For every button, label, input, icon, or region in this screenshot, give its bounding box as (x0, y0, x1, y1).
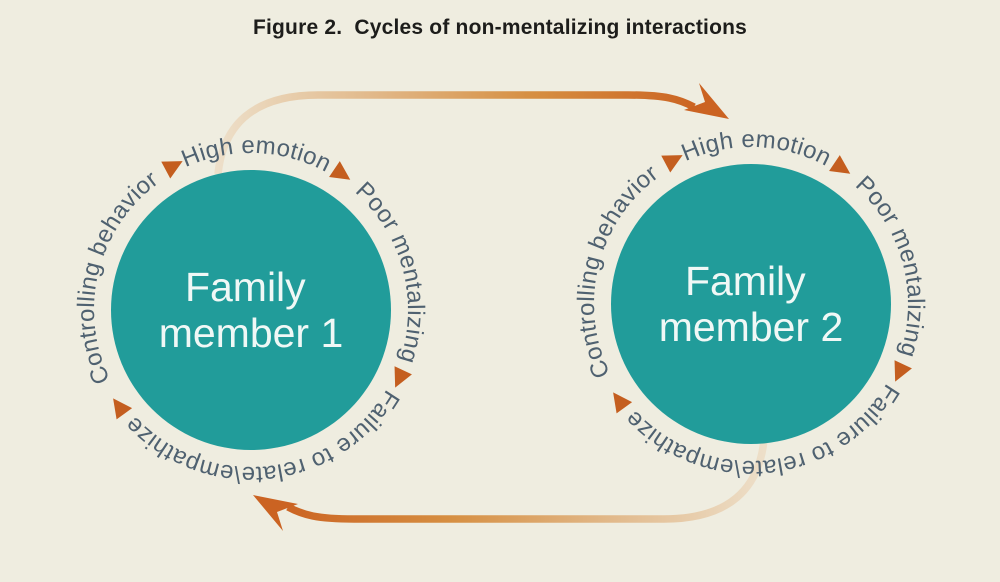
flow-arrowhead-icon (684, 83, 729, 119)
figure-title: Figure 2. Cycles of non-mentalizing inte… (252, 16, 748, 39)
member-label-line1: Family (685, 258, 806, 304)
svg-text:▶: ▶ (827, 149, 860, 184)
step-arrow-icon: ▶ (99, 390, 134, 423)
flow-arrow-top-shaft (214, 91, 696, 175)
member-label-line2: member 1 (159, 310, 344, 356)
family-member-1-circle (111, 170, 391, 450)
family-member-2-circle (611, 164, 891, 444)
svg-text:▶: ▶ (599, 384, 634, 417)
flow-arrow-top (214, 83, 729, 175)
member-label-line1: Family (185, 264, 306, 310)
cycle-family-member-2: Family member 2 High emotion Poor mental… (573, 126, 929, 482)
svg-text:▶: ▶ (99, 390, 134, 423)
family-member-2-label: Family member 2 (659, 258, 844, 350)
step-arrow-icon: ▶ (827, 149, 860, 184)
family-member-1-label: Family member 1 (159, 264, 344, 356)
step-arrow-icon: ▶ (327, 155, 360, 190)
cycle-family-member-1: Family member 1 High emotion Poor mental… (73, 132, 429, 488)
svg-text:▶: ▶ (327, 155, 360, 190)
step-arrow-icon: ▶ (599, 384, 634, 417)
member-label-line2: member 2 (659, 304, 844, 350)
